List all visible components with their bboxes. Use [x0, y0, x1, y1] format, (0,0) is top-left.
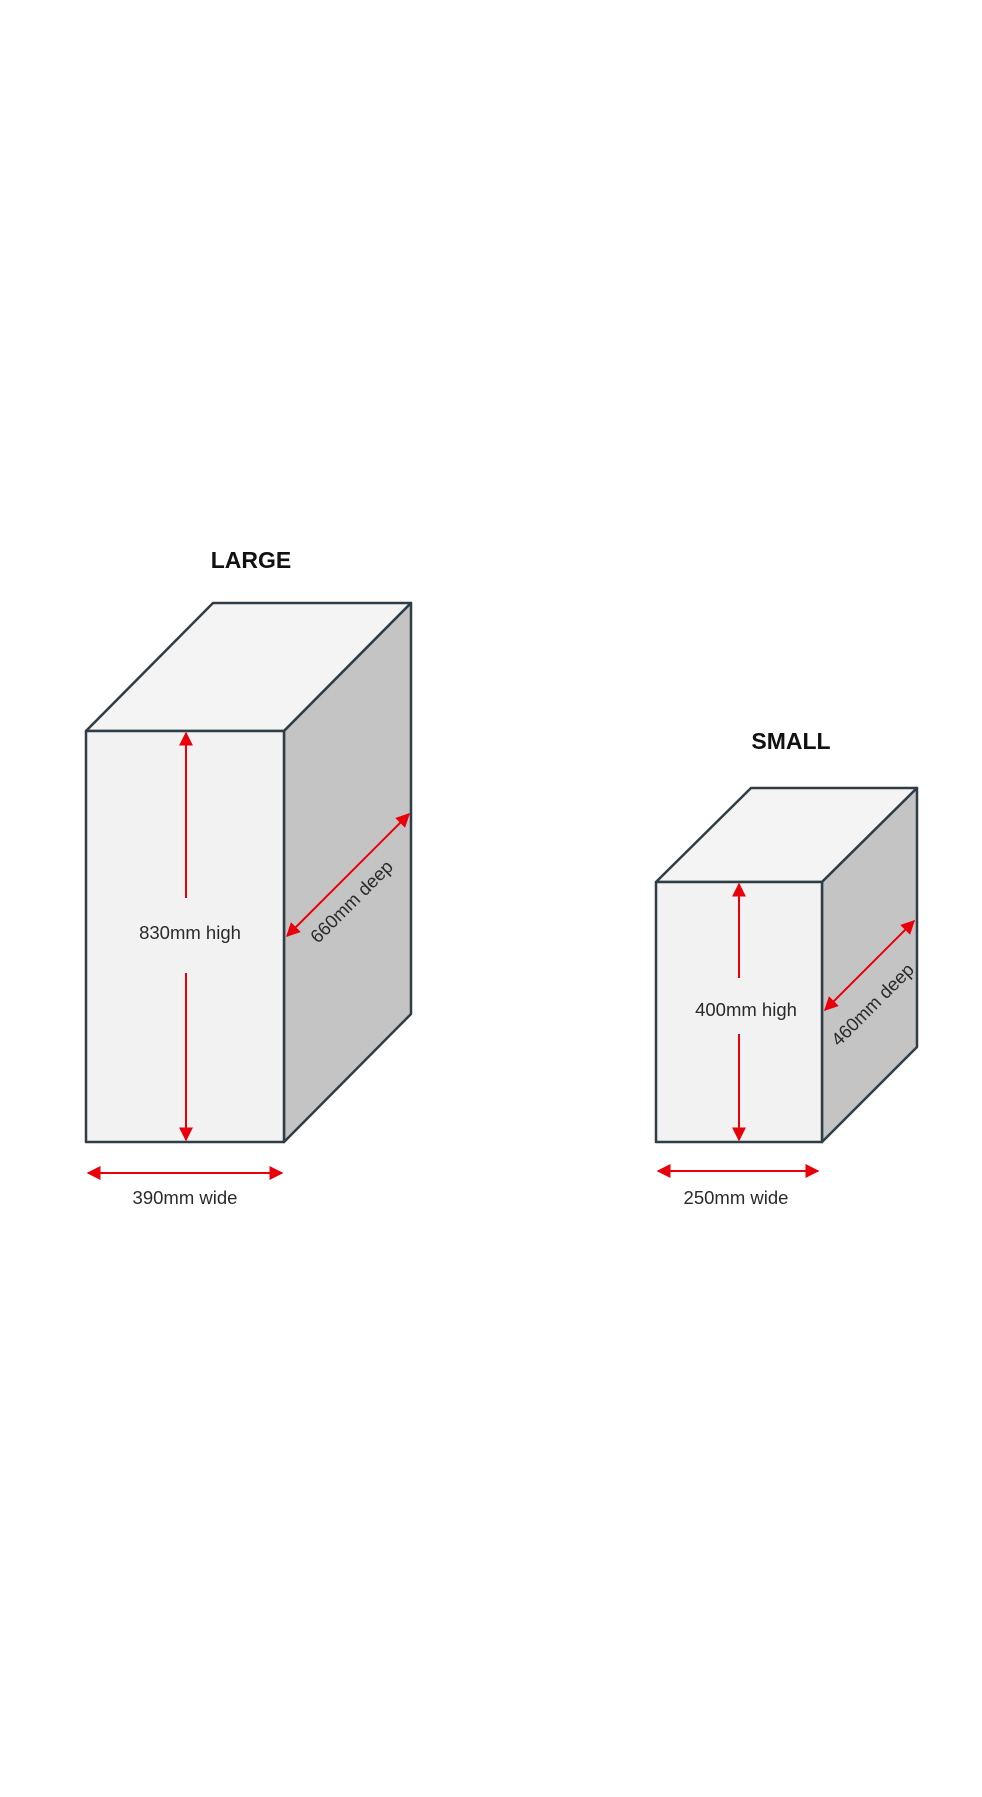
- large-height-label: 830mm high: [139, 922, 241, 943]
- small-box-group: SMALL 400mm high 460mm deep 250mm wide: [654, 728, 919, 1208]
- large-box-group: LARGE 830mm high 660mm deep 390mm wide: [84, 547, 413, 1208]
- small-height-label: 400mm high: [695, 999, 797, 1020]
- small-width-label: 250mm wide: [684, 1187, 789, 1208]
- large-box-title: LARGE: [211, 547, 292, 573]
- small-box-front-face: [654, 880, 824, 1144]
- large-width-label: 390mm wide: [133, 1187, 238, 1208]
- small-box-title: SMALL: [751, 728, 830, 754]
- large-box-front-face: [84, 729, 286, 1144]
- small-depth-arrow: [824, 920, 915, 1011]
- large-depth-arrow: [286, 813, 410, 937]
